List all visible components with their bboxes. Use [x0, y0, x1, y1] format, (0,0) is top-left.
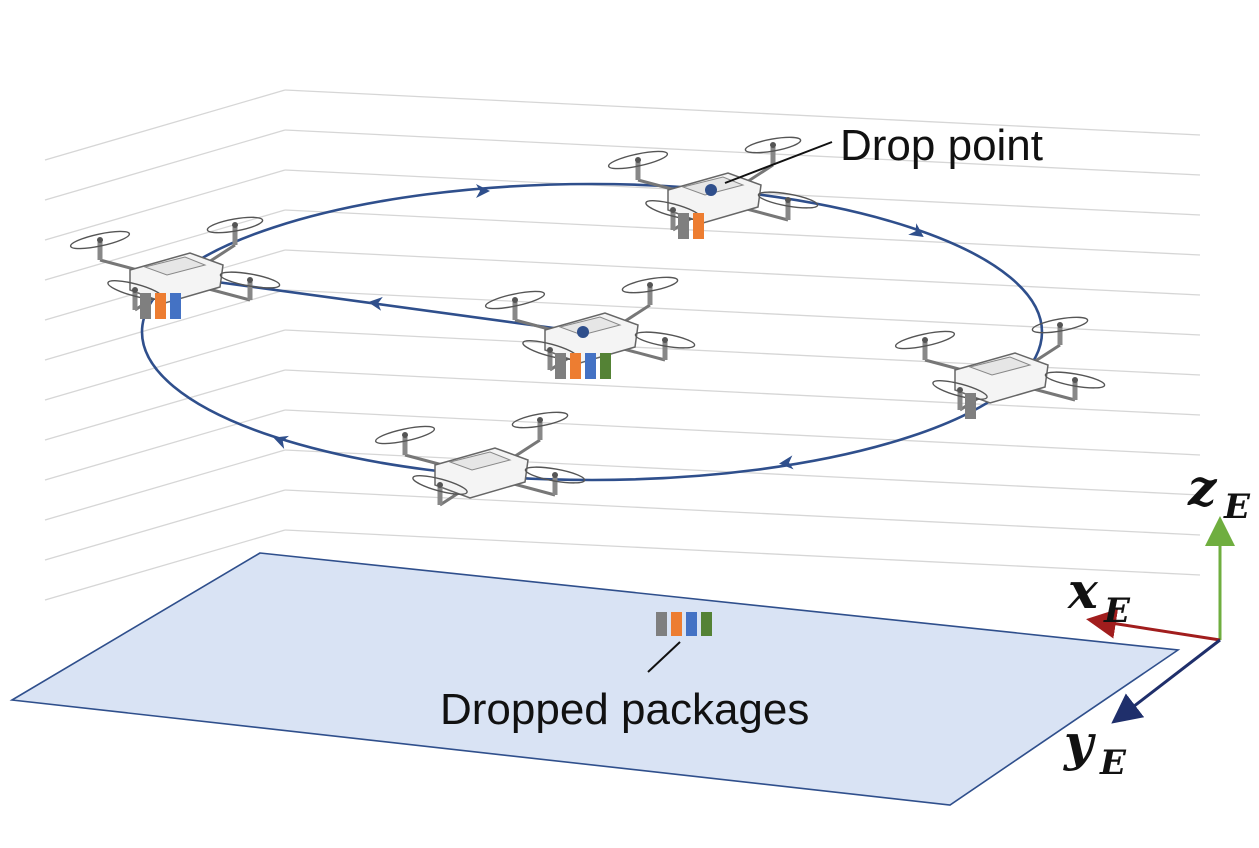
package-icon [555, 353, 566, 379]
quadcopter-icon [484, 276, 696, 379]
dropped-packages-leader [647, 641, 681, 673]
grid-line-left [44, 289, 286, 361]
direction-arrow-icon [779, 455, 794, 470]
grid-line-left [44, 209, 286, 281]
package-icon [671, 612, 682, 636]
grid-line-left [44, 169, 286, 241]
direction-arrows [273, 184, 924, 470]
drop-point-leader [724, 141, 833, 184]
grid-line-left [44, 129, 286, 201]
grid-line-right [284, 209, 1201, 256]
grid-line-right [284, 129, 1201, 176]
package-icon [678, 213, 689, 239]
dropped-packages-stack [656, 612, 712, 636]
background-grid [44, 89, 1201, 601]
grid-line-right [284, 489, 1201, 536]
package-icon [170, 293, 181, 319]
package-icon [155, 293, 166, 319]
direction-arrow-icon [368, 296, 383, 311]
package-icon [570, 353, 581, 379]
grid-line-right [284, 289, 1201, 336]
y-axis-arrow [1111, 638, 1221, 724]
drop-point-label: Drop point [840, 121, 1043, 170]
grid-line-left [44, 529, 286, 601]
drones-layer [69, 136, 1106, 507]
center-drone-dot [577, 326, 589, 338]
dropped-packages-label: Dropped packages [440, 685, 809, 734]
direction-arrow-icon [273, 435, 289, 449]
y-axis-letter: y [1063, 713, 1096, 772]
x-axis-subscript: E [1103, 591, 1131, 631]
y-axis-subscript: E [1099, 743, 1127, 783]
grid-line-left [44, 489, 286, 561]
grid-line-right [284, 529, 1201, 576]
direction-arrow-icon [476, 184, 490, 198]
x-axis-letter: x [1067, 561, 1099, 620]
package-icon [701, 612, 712, 636]
quadcopter-icon [374, 411, 586, 507]
package-icon [140, 293, 151, 319]
ground-plane [9, 552, 1181, 806]
grid-line-right [284, 409, 1201, 456]
grid-line-left [44, 409, 286, 481]
grid-line-left [44, 89, 286, 161]
z-axis-subscript: E [1223, 487, 1251, 527]
coordinate-frame: z E x E y E [1063, 458, 1251, 783]
package-icon [656, 612, 667, 636]
grid-line-right [284, 89, 1201, 136]
grid-line-right [284, 249, 1201, 296]
package-icon [600, 353, 611, 379]
grid-line-right [284, 369, 1201, 416]
package-icon [686, 612, 697, 636]
quadcopter-icon [69, 216, 281, 319]
drop-point-dot [705, 184, 717, 196]
grid-line-left [44, 329, 286, 401]
package-icon [693, 213, 704, 239]
z-axis-letter: z [1187, 458, 1218, 517]
x-axis-arrow [1086, 608, 1221, 642]
package-icon [585, 353, 596, 379]
grid-line-left [44, 369, 286, 441]
grid-line-right [284, 329, 1201, 376]
grid-line-left [44, 449, 286, 521]
quadcopter-icon [894, 316, 1106, 419]
direction-arrow-icon [908, 223, 924, 238]
package-icon [965, 393, 976, 419]
